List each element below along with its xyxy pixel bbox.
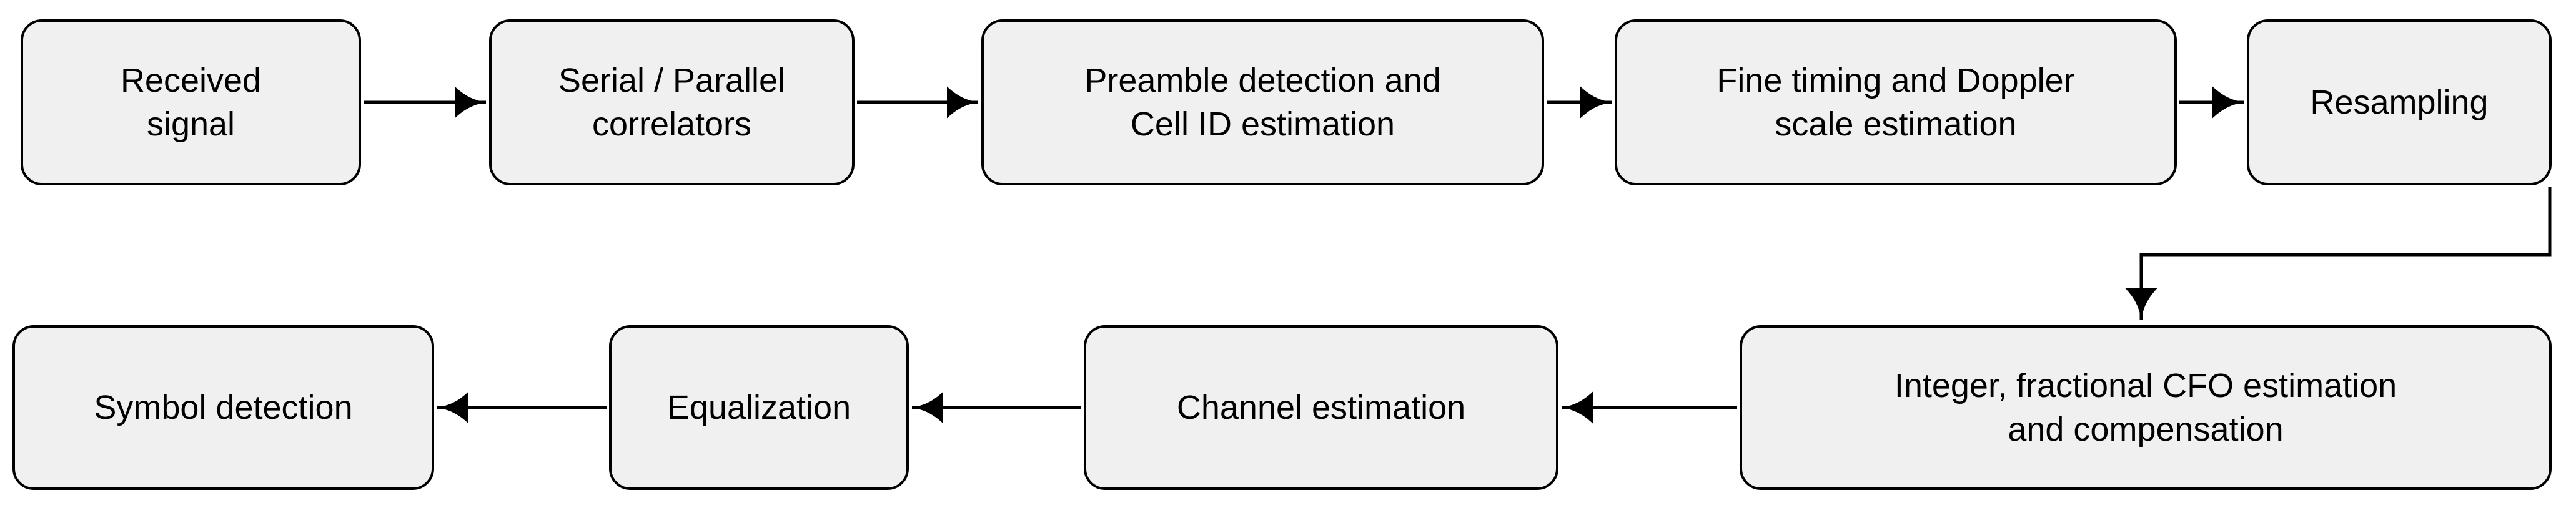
node-preamble-detection-cell-id[interactable]: Preamble detection and Cell ID estimatio… (981, 19, 1544, 185)
node-label-integer-fractional-cfo: Integer, fractional CFO estimation and c… (1894, 366, 2397, 448)
node-label-fine-timing-doppler: Fine timing and Doppler scale estimation (1717, 61, 2075, 143)
node-label-serial-parallel-correlators: Serial / Parallel correlators (558, 61, 786, 143)
node-label-received-signal: Received signal (120, 61, 262, 143)
node-resampling[interactable]: Resampling (2247, 19, 2552, 185)
node-symbol-detection[interactable]: Symbol detection (12, 325, 434, 490)
node-integer-fractional-cfo[interactable]: Integer, fractional CFO estimation and c… (1740, 325, 2552, 490)
node-fine-timing-doppler[interactable]: Fine timing and Doppler scale estimation (1615, 19, 2177, 185)
node-label-preamble-detection-cell-id: Preamble detection and Cell ID estimatio… (1084, 61, 1441, 143)
node-label-channel-estimation: Channel estimation (1176, 388, 1466, 426)
node-label-symbol-detection: Symbol detection (94, 388, 353, 426)
node-label-resampling: Resampling (2310, 83, 2489, 121)
node-equalization[interactable]: Equalization (609, 325, 909, 490)
node-serial-parallel-correlators[interactable]: Serial / Parallel correlators (489, 19, 855, 185)
node-label-equalization: Equalization (666, 388, 851, 426)
node-channel-estimation[interactable]: Channel estimation (1084, 325, 1558, 490)
node-received-signal[interactable]: Received signal (21, 19, 361, 185)
edge-resampling-to-cfo (2125, 187, 2552, 320)
